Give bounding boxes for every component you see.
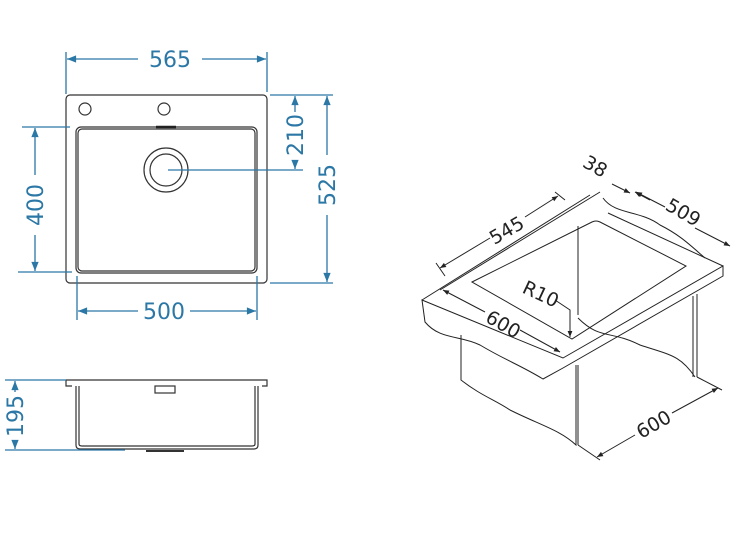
sink-outline (65, 94, 268, 284)
dim-bowl-width: 500 (143, 300, 185, 325)
dim-drain-offset: 210 (284, 114, 309, 156)
dim-overall-depth: 525 (316, 164, 341, 206)
dim-cabinet-depth: 600 (633, 406, 675, 443)
dim-bowl-depth: 400 (24, 184, 49, 226)
iso-view: 38 545 509 R10 600 600 (421, 151, 731, 461)
dim-flange: 38 (579, 151, 611, 182)
top-view: 565 400 500 210 525 (18, 48, 341, 325)
dim-side-bowl-depth: 195 (4, 395, 29, 437)
dim-cabinet-width: 600 (482, 306, 524, 343)
tap-hole-icon (157, 102, 171, 116)
dim-cutout-width: 545 (486, 212, 528, 249)
side-view: 195 (4, 379, 268, 452)
bowl-outline (75, 126, 258, 274)
dim-overall-width: 565 (149, 48, 191, 73)
dim-corner-radius: R10 (519, 277, 562, 313)
tap-hole-icon (78, 102, 92, 116)
dim-cutout-depth: 509 (662, 194, 704, 231)
